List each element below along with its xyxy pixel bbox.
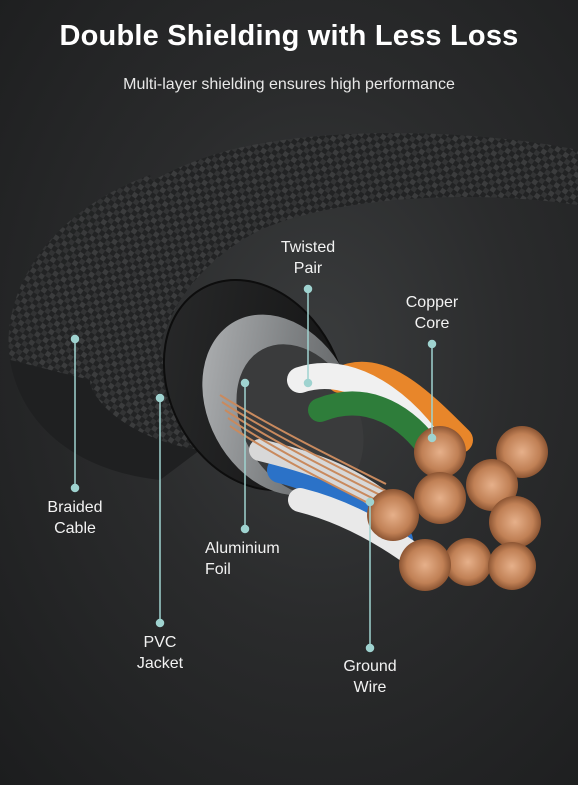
label-line: Foil [205, 561, 231, 578]
label-line: Wire [353, 679, 387, 696]
label-pvc-jacket: PVC Jacket [120, 632, 200, 674]
label-line: Jacket [136, 655, 184, 672]
label-copper-core: Copper Core [392, 292, 472, 334]
page-title: Double Shielding with Less Loss [59, 20, 519, 52]
label-twisted-pair: Twisted Pair [268, 237, 348, 279]
label-ground-wire: Ground Wire [330, 656, 410, 698]
label-aluminium-foil: Aluminium Foil [205, 538, 305, 580]
copper-core-ends [367, 426, 548, 591]
label-line: Cable [54, 520, 96, 537]
label-line: Pair [293, 260, 323, 277]
label-line: Braided [47, 499, 103, 516]
label-line: PVC [143, 634, 177, 651]
callout-lines [70, 284, 437, 653]
label-line: Copper [405, 294, 459, 311]
label-braided-cable: Braided Cable [35, 497, 115, 539]
label-line: Core [414, 315, 450, 332]
label-line: Twisted [280, 239, 336, 256]
page-subtitle: Multi-layer shielding ensures high perfo… [123, 76, 455, 93]
label-line: Ground [343, 658, 397, 675]
label-line: Aluminium [205, 540, 280, 557]
